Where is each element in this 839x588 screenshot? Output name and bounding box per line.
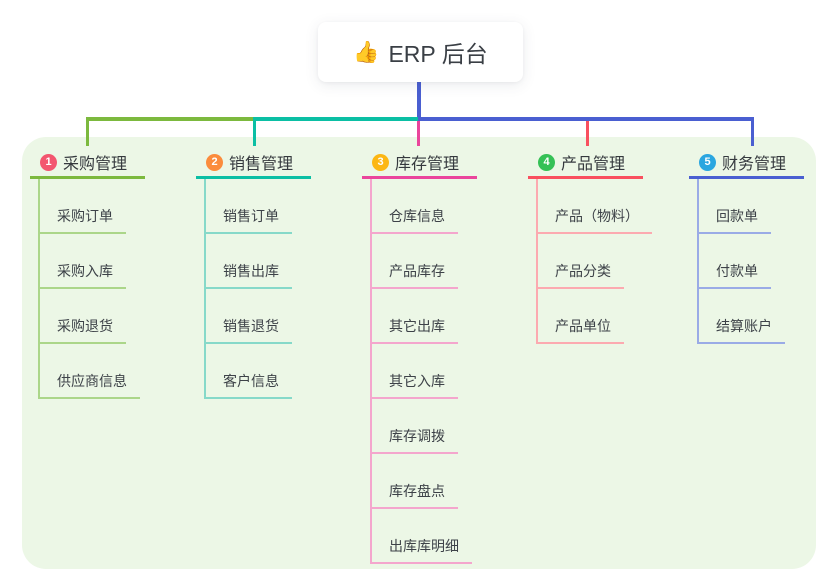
- connector-bus-green: [86, 117, 253, 121]
- child-node[interactable]: 销售订单: [204, 206, 292, 234]
- child-node[interactable]: 客户信息: [204, 371, 292, 399]
- child-node[interactable]: 回款单: [697, 206, 771, 234]
- child-node[interactable]: 销售出库: [204, 261, 292, 289]
- branch-node-product[interactable]: 4 产品管理: [528, 146, 668, 175]
- child-node[interactable]: 产品（物料）: [536, 206, 652, 234]
- connector-drop-inventory: [417, 121, 420, 146]
- branch-number-badge: 3: [372, 153, 389, 171]
- branch-underline: [362, 176, 477, 179]
- child-node[interactable]: 销售退货: [204, 316, 292, 344]
- branch-purchase: 1 采购管理 采购订单 采购入库 采购退货 供应商信息: [30, 146, 170, 399]
- branch-underline: [196, 176, 311, 179]
- branch-finance: 5 财务管理 回款单 付款单 结算账户: [689, 146, 829, 344]
- branch-label: 销售管理: [229, 156, 294, 173]
- child-node[interactable]: 产品库存: [370, 261, 458, 289]
- branch-underline: [528, 176, 643, 179]
- branch-underline: [689, 176, 804, 179]
- branch-trunk-line: [536, 179, 538, 344]
- child-node[interactable]: 采购订单: [38, 206, 126, 234]
- root-node-erp[interactable]: 👍 ERP 后台: [318, 22, 523, 82]
- child-node[interactable]: 产品分类: [536, 261, 624, 289]
- child-node[interactable]: 采购入库: [38, 261, 126, 289]
- branch-number-badge: 4: [538, 153, 555, 171]
- child-node[interactable]: 其它入库: [370, 371, 458, 399]
- branch-trunk-line: [38, 179, 40, 399]
- branch-underline: [30, 176, 145, 179]
- child-node[interactable]: 库存调拨: [370, 426, 458, 454]
- branch-sales: 2 销售管理 销售订单 销售出库 销售退货 客户信息: [196, 146, 336, 399]
- thumbs-up-icon: 👍: [353, 40, 380, 64]
- branch-trunk-line: [370, 179, 372, 564]
- root-node-label: ERP 后台: [388, 41, 488, 67]
- child-node[interactable]: 产品单位: [536, 316, 624, 344]
- connector-drop-sales: [253, 119, 256, 146]
- connector-bus-blue: [418, 117, 754, 121]
- branch-product: 4 产品管理 产品（物料） 产品分类 产品单位: [528, 146, 668, 344]
- branch-node-finance[interactable]: 5 财务管理: [689, 146, 829, 175]
- child-node[interactable]: 出库库明细: [370, 536, 472, 564]
- child-node[interactable]: 结算账户: [697, 316, 785, 344]
- connector-drop-purchase: [86, 119, 89, 146]
- branch-label: 库存管理: [395, 156, 460, 173]
- branch-number-badge: 2: [206, 153, 223, 171]
- branch-number-badge: 1: [40, 153, 57, 171]
- branch-trunk-line: [204, 179, 206, 399]
- branch-label: 产品管理: [561, 156, 626, 173]
- connector-drop-product: [586, 119, 589, 146]
- connector-bus-teal: [253, 117, 418, 121]
- branches-panel: [22, 137, 816, 569]
- branch-trunk-line: [697, 179, 699, 344]
- child-node[interactable]: 供应商信息: [38, 371, 140, 399]
- branch-node-sales[interactable]: 2 销售管理: [196, 146, 336, 175]
- connector-drop-finance: [751, 119, 754, 146]
- branch-inventory: 3 库存管理 仓库信息 产品库存 其它出库 其它入库 库存调拨 库存盘点 出库库…: [362, 146, 502, 564]
- branch-node-inventory[interactable]: 3 库存管理: [362, 146, 502, 175]
- branch-label: 采购管理: [63, 156, 128, 173]
- branch-number-badge: 5: [699, 153, 716, 171]
- child-node[interactable]: 库存盘点: [370, 481, 458, 509]
- child-node[interactable]: 采购退货: [38, 316, 126, 344]
- branch-label: 财务管理: [722, 156, 787, 173]
- root-connector-line: [417, 82, 421, 118]
- child-node[interactable]: 仓库信息: [370, 206, 458, 234]
- child-node[interactable]: 付款单: [697, 261, 771, 289]
- branch-node-purchase[interactable]: 1 采购管理: [30, 146, 170, 175]
- child-node[interactable]: 其它出库: [370, 316, 458, 344]
